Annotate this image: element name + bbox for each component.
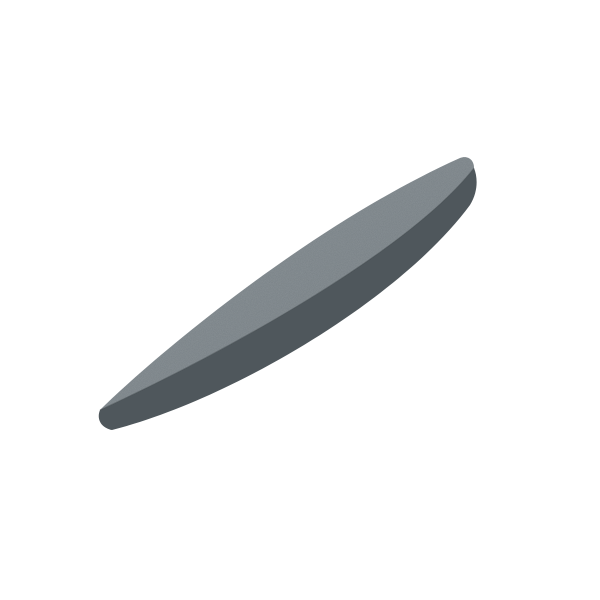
stone-ridge: [99, 167, 475, 411]
stone-texture: [100, 157, 474, 410]
